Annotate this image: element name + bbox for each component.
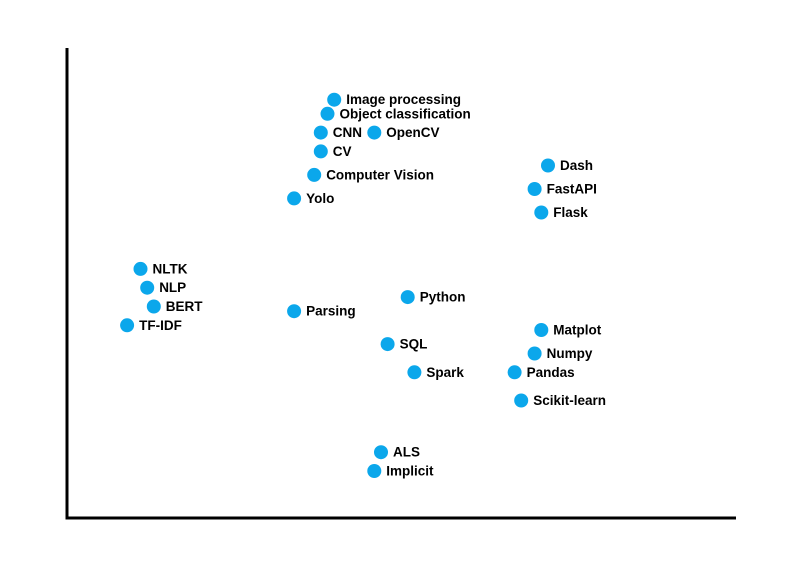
data-point xyxy=(140,280,155,295)
data-point xyxy=(380,337,395,352)
data-label: Spark xyxy=(426,365,464,380)
data-label: Scikit-learn xyxy=(533,393,606,408)
data-point xyxy=(507,365,522,380)
data-point xyxy=(527,182,542,196)
data-label: Python xyxy=(420,290,466,305)
data-point xyxy=(400,290,415,305)
data-point xyxy=(120,318,135,333)
data-point xyxy=(527,346,542,361)
data-point xyxy=(307,167,322,182)
data-label: CNN xyxy=(333,125,362,140)
data-label: BERT xyxy=(166,299,204,314)
data-label: Numpy xyxy=(547,346,593,361)
data-label: OpenCV xyxy=(386,125,439,140)
data-label: FastAPI xyxy=(547,182,597,197)
data-label: SQL xyxy=(400,337,428,352)
data-label: CV xyxy=(333,144,352,159)
data-label: Image processing xyxy=(346,92,461,107)
data-label: Parsing xyxy=(306,304,356,319)
data-point xyxy=(541,158,555,173)
data-label: Pandas xyxy=(527,365,575,380)
data-point xyxy=(327,92,342,107)
data-label: Yolo xyxy=(306,191,334,206)
data-point xyxy=(367,125,382,140)
data-label: Matplot xyxy=(553,323,601,338)
data-point xyxy=(313,144,328,159)
data-label: NLTK xyxy=(153,261,188,276)
data-point xyxy=(514,393,529,408)
data-point xyxy=(407,365,422,380)
data-point xyxy=(313,125,328,140)
data-label: ALS xyxy=(393,445,420,460)
data-label: NLP xyxy=(159,280,186,295)
data-point xyxy=(287,191,302,206)
data-label: Object classification xyxy=(340,106,471,121)
data-label: Flask xyxy=(553,205,588,220)
data-point xyxy=(320,106,335,121)
data-label: Dash xyxy=(560,158,593,173)
data-point xyxy=(146,299,161,314)
data-label: TF-IDF xyxy=(139,318,182,333)
data-point xyxy=(367,464,382,478)
data-point xyxy=(534,323,549,337)
data-point xyxy=(374,445,388,460)
data-point xyxy=(534,205,549,220)
data-label: Implicit xyxy=(386,464,434,479)
data-point xyxy=(287,304,302,319)
data-label: Computer Vision xyxy=(326,167,434,182)
data-point xyxy=(133,261,148,276)
